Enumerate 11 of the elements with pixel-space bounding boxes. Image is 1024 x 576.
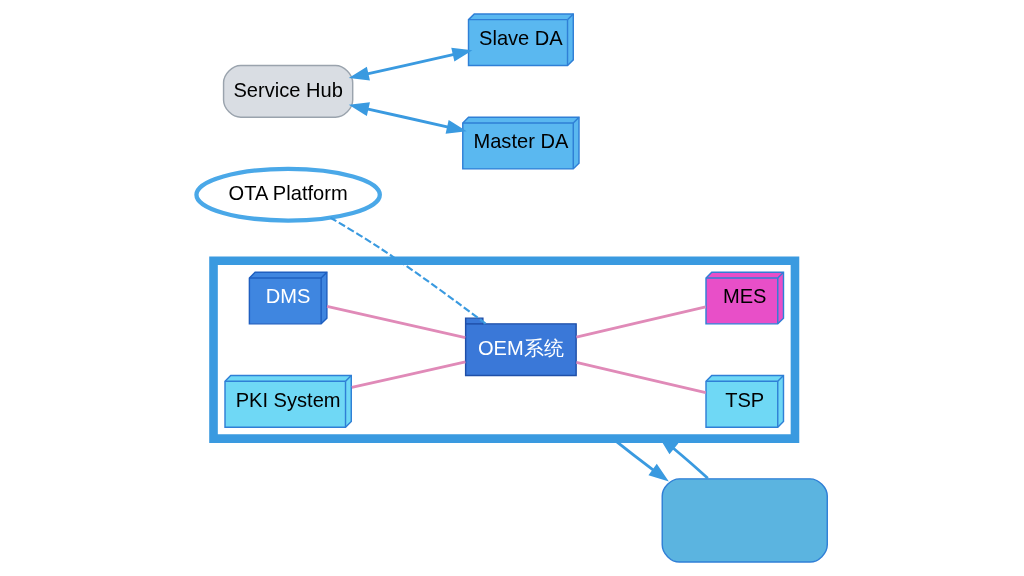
node-box [661, 478, 828, 563]
connector [351, 360, 466, 389]
cluster [209, 256, 800, 443]
node-box: Service Hub [222, 64, 354, 118]
connector [576, 360, 707, 394]
arrow [348, 47, 473, 81]
connector [329, 216, 487, 325]
connector [576, 305, 707, 339]
arrow [348, 102, 467, 134]
node-ellipse: OTA Platform [194, 166, 382, 223]
connector [326, 305, 466, 339]
